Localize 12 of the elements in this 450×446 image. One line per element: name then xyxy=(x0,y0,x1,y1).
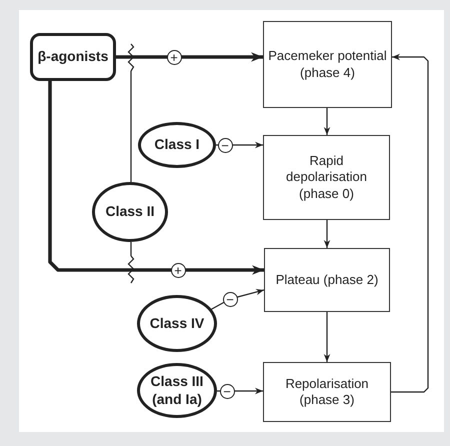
process-box: Pacemeker potential (phase 4) xyxy=(263,21,392,108)
arrow xyxy=(391,54,429,393)
arrow xyxy=(324,312,330,362)
arrow xyxy=(324,220,330,248)
arrow xyxy=(211,288,264,310)
drug-box: β-agonists xyxy=(30,33,116,81)
process-box: Rapid depolarisation (phase 0) xyxy=(263,135,390,220)
arrow xyxy=(48,81,264,275)
process-box: Repolarisation (phase 3) xyxy=(263,362,391,422)
arrow xyxy=(116,52,263,62)
process-box: Plateau (phase 2) xyxy=(264,248,390,312)
arrow xyxy=(324,108,330,135)
